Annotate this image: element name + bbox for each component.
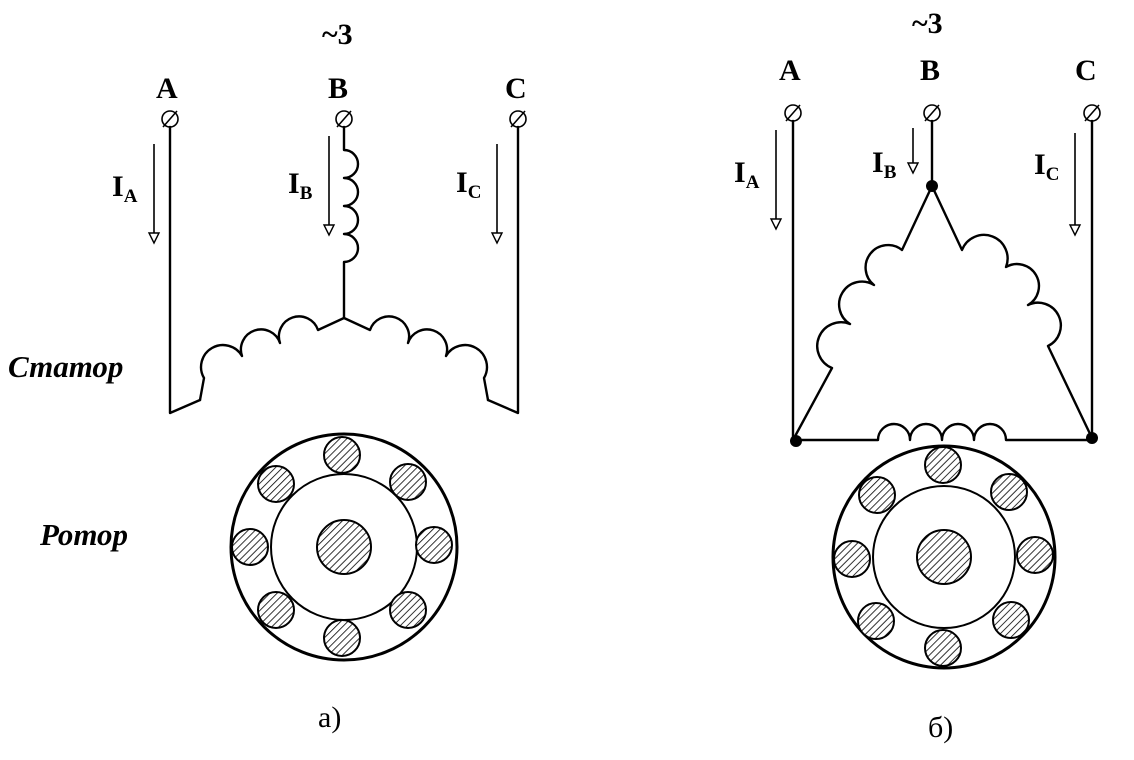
current-label-b-left: IB — [288, 167, 313, 204]
current-arrow-c-right — [1068, 133, 1082, 237]
winding-bc-right — [930, 184, 1094, 440]
stator-label: Статор — [8, 349, 123, 384]
current-label-a-left: IA — [112, 170, 138, 207]
current-arrow-a-right — [769, 130, 783, 231]
current-arrow-b-left — [322, 136, 336, 237]
stator-slot — [415, 526, 453, 564]
star-connection: ~3 A B C — [8, 18, 527, 734]
current-label-c-right: IC — [1034, 148, 1059, 185]
current-label-c-left: IC — [456, 166, 481, 203]
rotor-shaft-right — [916, 529, 972, 585]
node-b-right — [926, 180, 938, 192]
wire-phase-c-left — [486, 125, 520, 415]
terminal-c-left — [509, 110, 527, 128]
current-arrow-a-left — [147, 144, 161, 245]
motor-cross-section-left — [229, 432, 459, 662]
delta-connection: ~3 A B C — [734, 7, 1101, 744]
winding-a-left — [198, 315, 346, 402]
phase-label-a-right: A — [779, 54, 801, 87]
stator-slot — [924, 629, 962, 667]
terminal-a-right — [784, 104, 802, 122]
phase-label-c-left: C — [505, 72, 527, 105]
stator-outer-ring-right — [831, 444, 1057, 670]
phase-label-b-right: B — [920, 54, 940, 87]
supply-label-right: ~3 — [912, 7, 943, 40]
stator-slot — [323, 619, 361, 657]
caption-b: б) — [928, 711, 953, 744]
stator-slot — [857, 602, 895, 640]
node-a-right — [790, 435, 802, 447]
terminal-c-right — [1083, 104, 1101, 122]
winding-ca-right — [791, 422, 1094, 442]
current-label-a-right: IA — [734, 156, 760, 193]
stator-slot — [389, 463, 427, 501]
caption-a: а) — [318, 701, 341, 734]
winding-ab-right — [791, 184, 934, 442]
stator-slot — [257, 591, 295, 629]
node-c-right — [1086, 432, 1098, 444]
current-arrow-b-right — [906, 128, 920, 175]
stator-slot — [1016, 536, 1054, 574]
stator-slot — [990, 473, 1028, 511]
stator-inner-ring-right — [872, 485, 1016, 629]
current-arrow-c-left — [490, 144, 504, 245]
winding-c-left — [342, 315, 490, 402]
stator-slot — [323, 436, 361, 474]
phase-label-c-right: C — [1075, 54, 1097, 87]
terminal-b-left — [335, 110, 353, 128]
stator-slot — [833, 540, 871, 578]
stator-slot — [924, 446, 962, 484]
stator-slot — [389, 591, 427, 629]
supply-label-left: ~3 — [322, 18, 353, 51]
stator-slot — [231, 528, 269, 566]
stator-slot — [858, 476, 896, 514]
motor-cross-section-right — [831, 444, 1057, 670]
winding-b-left — [342, 125, 360, 320]
current-label-b-right: IB — [872, 146, 897, 183]
terminal-a-left — [161, 110, 179, 128]
phase-label-a-left: A — [156, 72, 178, 105]
stator-slot — [257, 465, 295, 503]
rotor-shaft-left — [316, 519, 372, 575]
rotor-label: Ротор — [39, 517, 128, 552]
stator-slot — [992, 601, 1030, 639]
terminal-b-right — [923, 104, 941, 122]
wire-phase-a-left — [168, 125, 202, 415]
phase-label-b-left: B — [328, 72, 348, 105]
